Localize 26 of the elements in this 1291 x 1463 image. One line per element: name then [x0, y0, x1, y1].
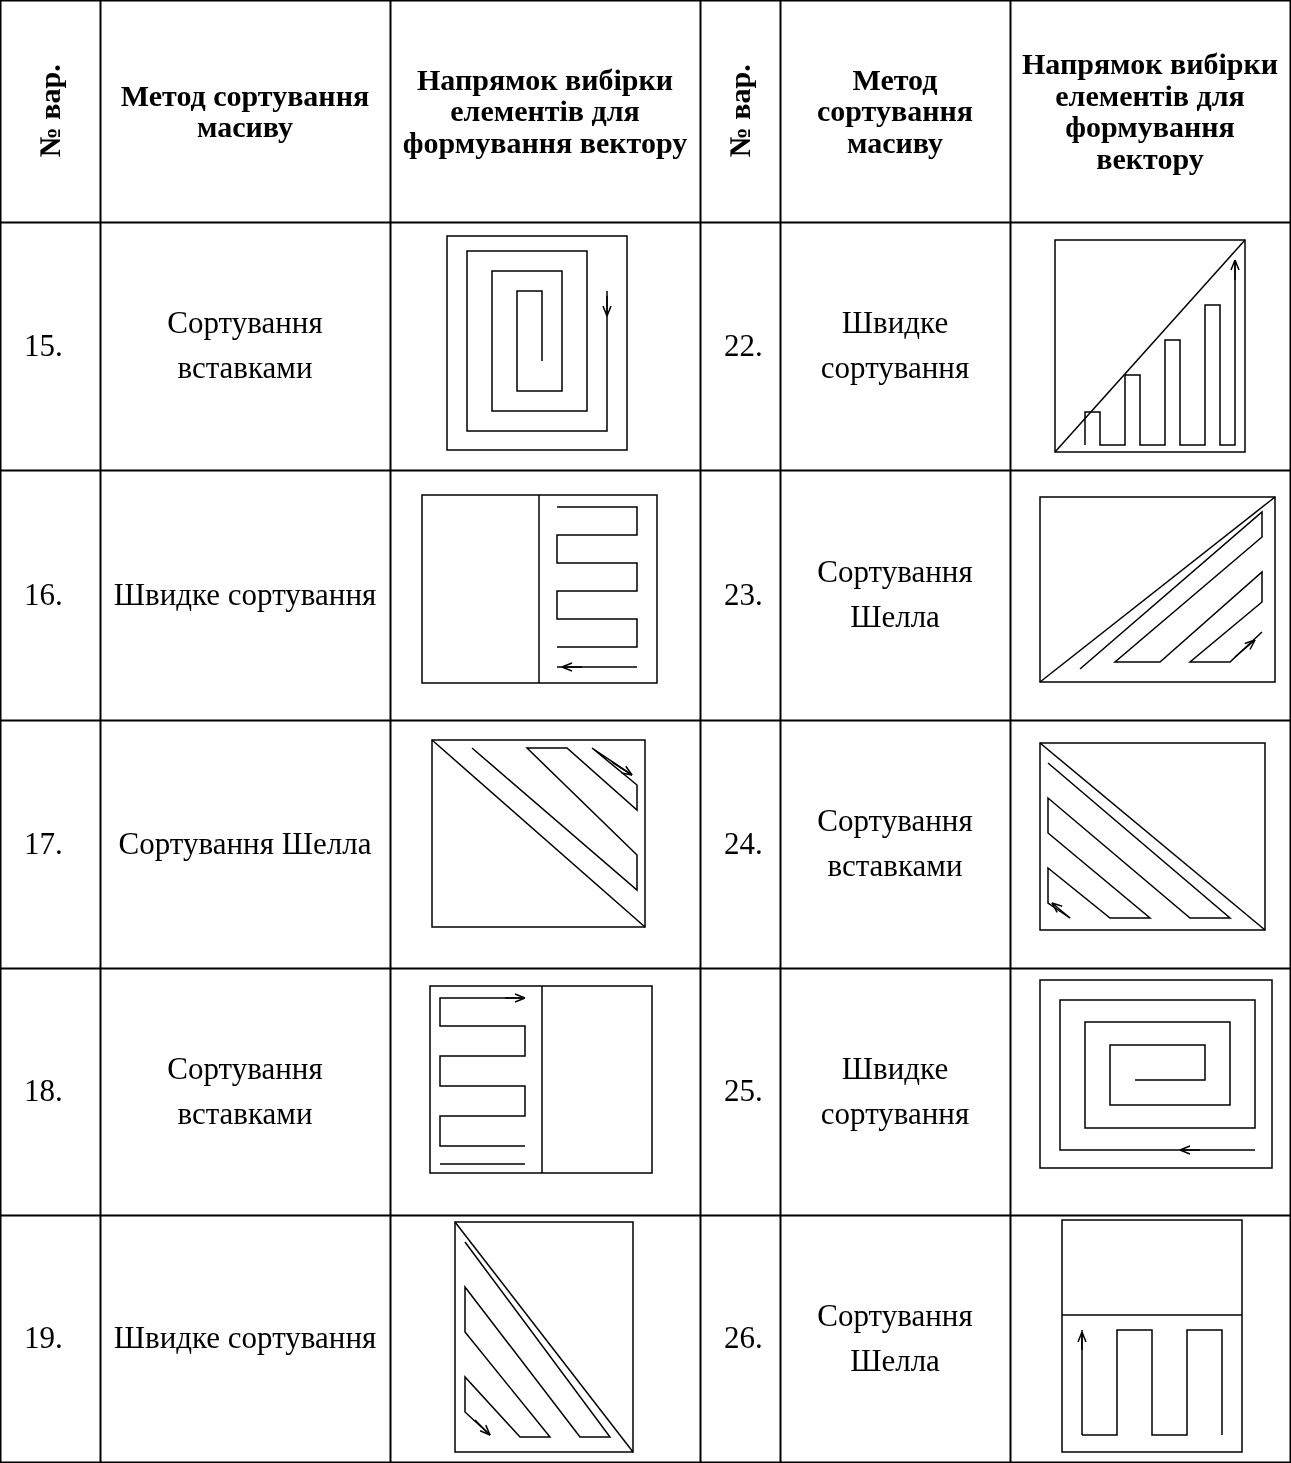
sort-method: Сортування Шелла	[117, 824, 373, 863]
variant-number: 25.	[723, 1072, 764, 1111]
variant-number: 19.	[23, 1319, 64, 1358]
sort-method: Швидке сортування	[819, 1049, 971, 1133]
column-header: № вар.	[724, 64, 756, 158]
sort-method: Швидке сортування	[819, 304, 971, 387]
sort-method: Сортування вставками	[166, 304, 324, 387]
column-header: Метод сортування масиву	[816, 63, 974, 159]
variant-number: 24.	[723, 824, 764, 863]
sort-method: Швидке сортування	[112, 575, 378, 614]
column-header: Напрямок вибірки елементів для формування вектору	[1020, 48, 1279, 174]
variant-number: 16.	[23, 575, 64, 614]
sort-method: Сортування Шелла	[816, 553, 974, 636]
column-header: Напрямок вибірки елементів для формування вектору	[401, 63, 689, 159]
variant-number: 23.	[723, 575, 764, 614]
variant-number: 17.	[23, 824, 64, 863]
sort-method: Сортування Шелла	[816, 1296, 974, 1380]
column-header: Метод сортування масиву	[119, 79, 371, 143]
column-header: № вар.	[34, 64, 66, 158]
sort-method: Швидке сортування	[112, 1319, 378, 1358]
variant-number: 22.	[723, 326, 764, 365]
variant-number: 18.	[23, 1072, 64, 1111]
variant-number: 15.	[23, 326, 64, 365]
sort-method: Сортування вставками	[166, 1049, 324, 1133]
sort-method: Сортування вставками	[816, 802, 974, 885]
variant-number: 26.	[723, 1319, 764, 1358]
